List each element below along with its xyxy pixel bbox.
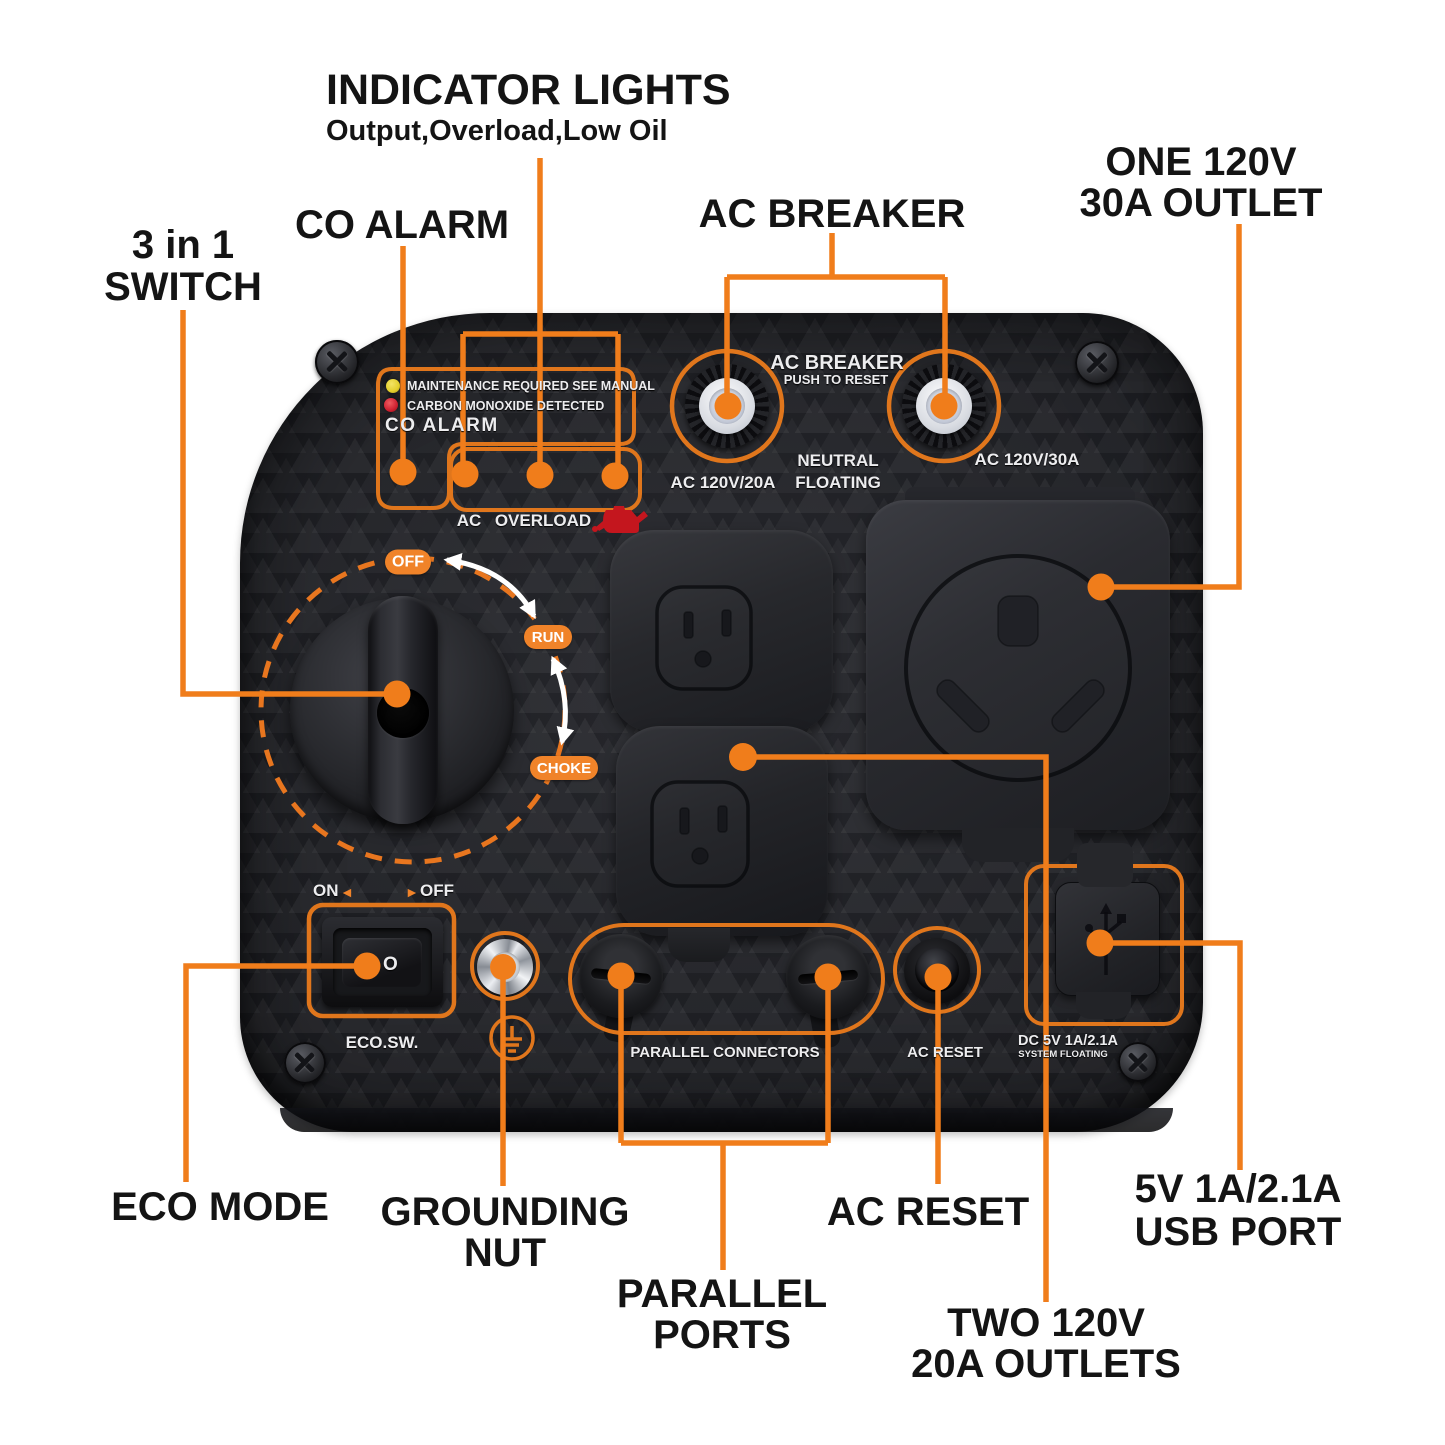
screw-bottom-left [284,1042,326,1084]
ac-led-text: AC [456,511,482,530]
maintenance-text: MAINTENANCE REQUIRED SEE MANUAL [407,379,655,393]
outlet-30a-tab [962,828,1074,862]
breaker-subtitle-text: PUSH TO RESET [783,372,889,387]
screw-bottom-right [1118,1042,1158,1082]
parallel-ports-label: PARALLEL PORTS [616,1272,828,1357]
eco-mode-label: ECO MODE [111,1185,329,1229]
maintenance-led [386,379,400,393]
duplex-cover-tab [668,928,730,962]
usb-flap [1055,882,1160,996]
ac-reset-button-dome [915,948,959,992]
ac-reset-label: AC RESET [826,1190,1030,1234]
parallel-connectors-text: PARALLEL CONNECTORS [630,1044,820,1061]
ac-breaker-20a-button [685,364,769,448]
grounding-nut-label: GROUNDING NUT [380,1190,630,1275]
usb-dc-text: DC 5V 1A/2.1A [1018,1033,1118,1049]
engine-knob-hole [377,688,429,738]
duplex-outlet-cover-top [610,530,833,732]
three-in-one-switch-label: 3 in 1 SWITCH [104,223,262,309]
usb-system-floating-text: SYSTEM FLOATING [1018,1049,1108,1060]
duplex-outlet-cover-bottom [616,726,828,936]
ac-breaker-30a-button [902,364,986,448]
screw-top-left [315,340,359,384]
eco-off-text: OFF [420,881,454,900]
knob-off-pill: OFF [385,549,431,575]
usb-hinge [1077,843,1133,887]
outlet-30a-cover [866,500,1170,830]
breaker-button-center [926,388,962,424]
breaker-20a-text: AC 120V/20A [670,473,776,492]
indicator-lights-subtitle: Output,Overload,Low Oil [326,115,668,147]
eco-on-text: ON [313,881,339,900]
carbon-monoxide-text: CARBON MONOXIDE DETECTED [407,399,605,413]
eco-arrow-left-icon: ◄ [340,884,354,900]
neutral-floating-text: NEUTRAL FLOATING [795,451,881,492]
co-alarm-panel-text: CO ALARM [385,415,499,436]
usb-tab [1076,992,1131,1019]
co-alarm-label: CO ALARM [294,203,510,247]
eco-arrow-right-icon: ► [405,884,419,900]
screw-top-right [1075,341,1119,385]
two-120v-20a-outlets-label: TWO 120V 20A OUTLETS [911,1301,1181,1386]
eco-rocker-dash-mark [350,964,364,968]
ac-breaker-label: AC BREAKER [698,192,966,236]
overload-led-text: OVERLOAD [494,511,592,530]
eco-switch-rocker [342,938,422,987]
eco-rocker-o-mark: O [383,954,398,975]
grounding-nut-center [490,952,520,982]
breaker-30a-text: AC 120V/30A [974,450,1080,469]
knob-run-pill: RUN [524,625,572,649]
co-detected-led [384,398,398,412]
ac-reset-panel-text: AC RESET [907,1044,983,1061]
breaker-button-center [709,388,745,424]
knob-choke-pill: CHOKE [530,756,598,780]
usb-port-label: 5V 1A/2.1A USB PORT [1134,1167,1342,1254]
one-120v-30a-outlet-label: ONE 120V 30A OUTLET [1079,140,1323,225]
indicator-lights-title: INDICATOR LIGHTS [326,66,731,114]
eco-sw-text: ECO.SW. [345,1033,419,1052]
